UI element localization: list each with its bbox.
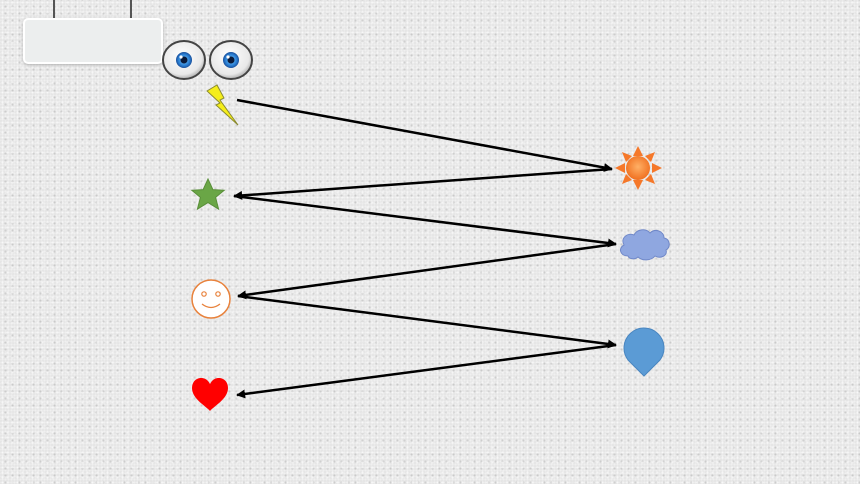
sign-cord-right [130,0,132,20]
sun-icon [615,146,662,190]
smiley-icon [191,279,231,319]
cloud-icon [620,229,670,261]
arrows [233,98,617,399]
arrow-lightning-to-sun [236,98,613,172]
arrow-drop-to-heart [236,343,617,399]
hanging-sign [23,18,163,64]
arrow-star-to-cloud [233,194,617,248]
arrow-cloud-to-smiley [237,242,617,300]
arrow-smiley-to-drop [237,294,617,349]
lightning-icon [206,84,239,126]
sign-cord-left [53,0,55,20]
star-icon [190,177,226,211]
heart-icon [192,378,228,411]
arrow-sun-to-star [233,167,613,200]
eyes-icon [162,40,253,80]
drop-icon [623,327,665,377]
